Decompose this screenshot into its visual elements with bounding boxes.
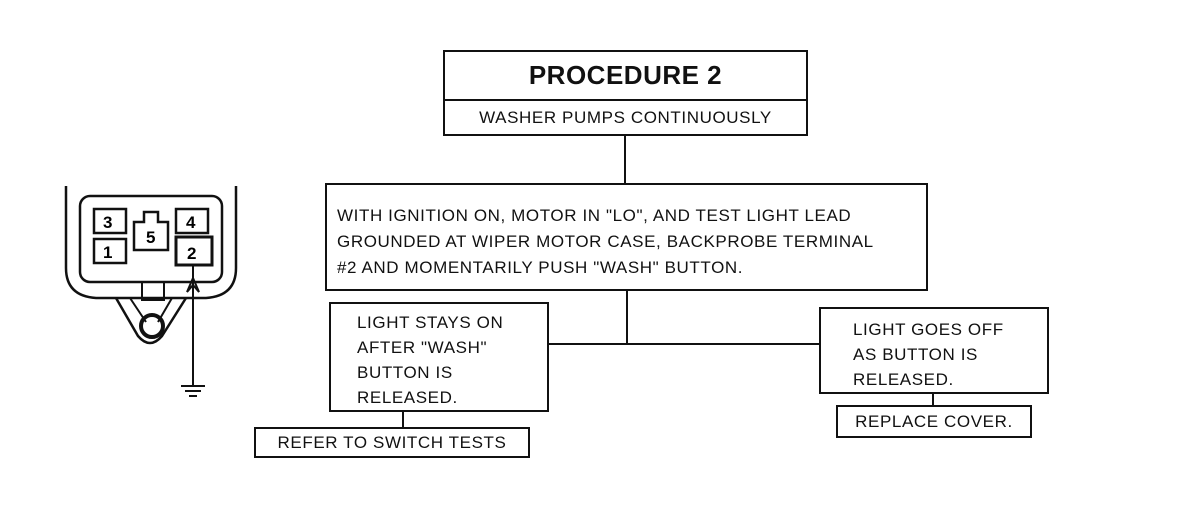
left-condition-text: LIGHT STAYS ON AFTER "WASH" BUTTON IS RE… [357,313,504,407]
flow-line-right-action [932,392,934,406]
left-action-text: REFER TO SWITCH TESTS [277,432,507,452]
flow-line-left-action [402,410,404,429]
procedure-subtitle: WASHER PUMPS CONTINUOUSLY [479,107,772,127]
right-condition-box: LIGHT GOES OFF AS BUTTON IS RELEASED. [819,307,1049,394]
terminal-5 [132,210,170,252]
right-action-text: REPLACE COVER. [855,411,1013,431]
mounting-hole [139,313,165,339]
left-condition-box: LIGHT STAYS ON AFTER "WASH" BUTTON IS RE… [329,302,549,412]
flow-line-top [624,136,626,185]
flow-line-middle [626,290,628,344]
pin-label-4: 4 [186,213,196,232]
terminal-4 [174,207,210,235]
connector-diagram: 3 4 5 1 2 [64,186,238,397]
terminal-1 [92,237,128,265]
pin-label-3: 3 [103,213,112,232]
right-action-box: REPLACE COVER. [836,405,1032,438]
pin-label-2: 2 [187,244,196,263]
pin-label-1: 1 [103,243,112,262]
terminal-3 [92,207,128,235]
mounting-bracket [114,297,188,345]
ground-icon [181,385,205,397]
backprobe-pin [186,265,200,293]
test-step-box: WITH IGNITION ON, MOTOR IN "LO", AND TES… [325,183,928,291]
left-action-box: REFER TO SWITCH TESTS [254,427,530,458]
right-condition-text: LIGHT GOES OFF AS BUTTON IS RELEASED. [853,320,1004,389]
flow-line-branch [548,343,820,345]
test-step-text: WITH IGNITION ON, MOTOR IN "LO", AND TES… [337,206,874,277]
procedure-title: PROCEDURE 2 [528,60,723,90]
procedure-subtitle-box: WASHER PUMPS CONTINUOUSLY [443,99,808,136]
procedure-title-box: PROCEDURE 2 [443,50,808,101]
connector-housing [64,186,238,300]
pin-label-5: 5 [146,228,155,247]
